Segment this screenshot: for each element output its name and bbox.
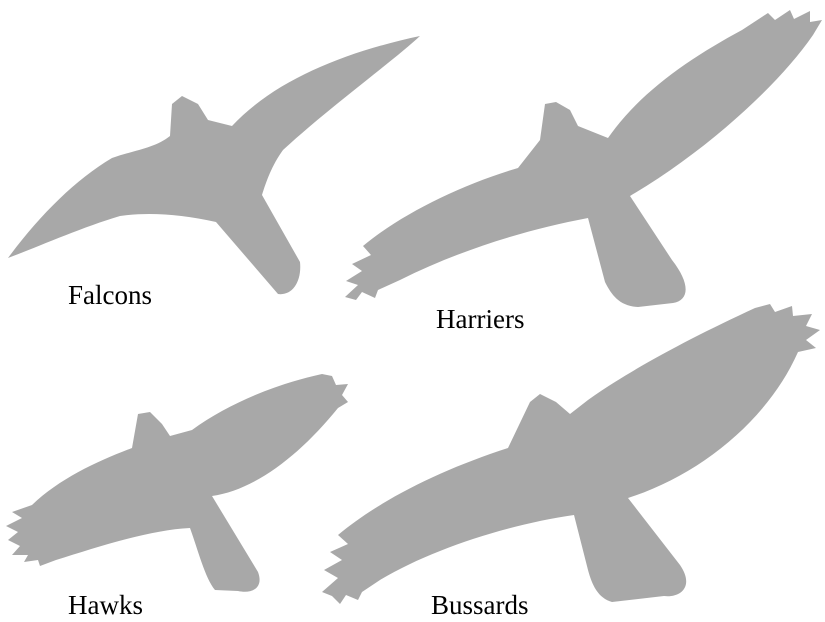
- hawk-silhouette: [6, 374, 348, 592]
- falcons-label: Falcons: [68, 280, 152, 310]
- bussards-label: Bussards: [431, 590, 529, 620]
- harrier-silhouette: [345, 10, 822, 307]
- harriers-label: Harriers: [436, 304, 524, 334]
- falcon-silhouette: [8, 36, 420, 294]
- bussard-silhouette: [322, 304, 820, 604]
- hawks-label: Hawks: [68, 590, 143, 620]
